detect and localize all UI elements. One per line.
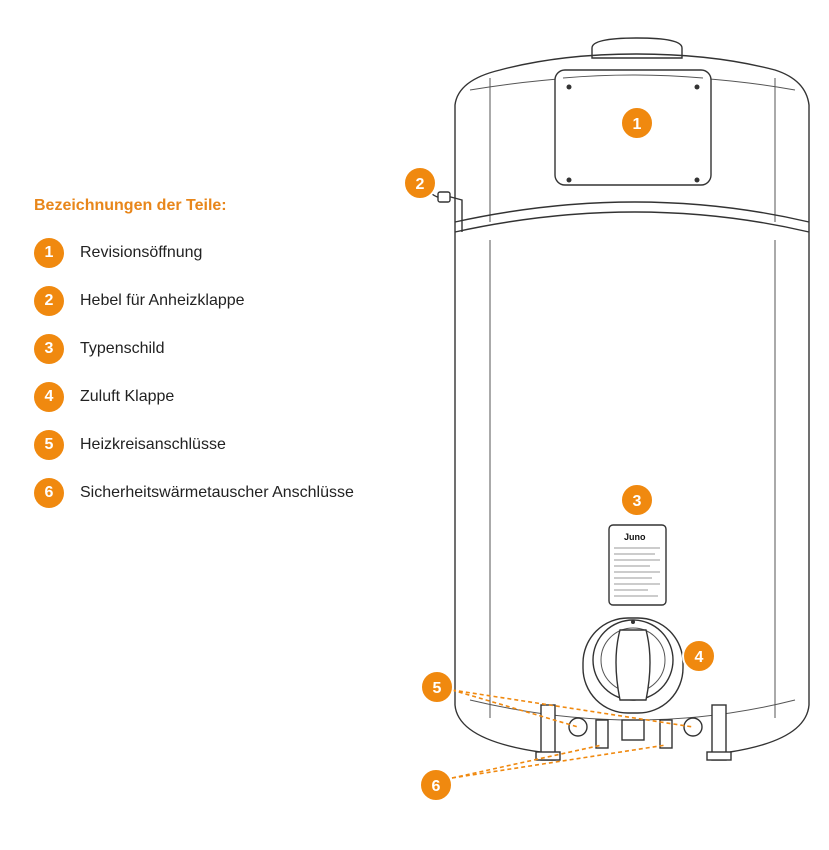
svg-text:3: 3 [633,493,642,510]
callout-line-5a [451,689,579,728]
callout-line-6b [451,744,667,779]
legend-title: Bezeichnungen der Teile: [34,197,227,214]
legend-item: 4 Zuluft Klappe [34,382,354,412]
air-intake-flap [615,629,651,701]
callout-line-6a [451,744,603,779]
svg-text:5: 5 [433,680,442,697]
safety-connection-left [595,719,609,749]
upper-body-outline [454,53,810,232]
legend-label: Revisionsöffnung [80,244,203,261]
callout-1: 1 [620,106,654,140]
legend-item: 3 Typenschild [34,334,354,364]
screw-icon [694,84,700,90]
legend-item: 5 Heizkreisanschlüsse [34,430,354,460]
legend-item: 2 Hebel für Anheizklappe [34,286,354,316]
callout-lines [451,689,694,779]
legend-label: Sicherheitswärmetauscher Anschlüsse [80,484,354,501]
parts-legend: 1 Revisionsöffnung 2 Hebel für Anheizkla… [34,238,354,526]
callout-3: 3 [620,483,654,517]
type-plate-lines [614,547,660,597]
heating-connection-left [568,717,588,737]
screw-icon [566,177,572,183]
legend-item: 1 Revisionsöffnung [34,238,354,268]
callout-line-5b [451,689,694,728]
screw-icon [694,177,700,183]
inspection-opening-inner [562,74,704,79]
left-foot [535,751,561,761]
lower-body-inner-line [489,240,776,718]
top-cap [591,37,683,59]
callout-2: 2 [403,166,437,200]
safety-connection-right [659,719,673,749]
legend-item: 6 Sicherheitswärmetauscher Anschlüsse [34,478,354,508]
number-badge: 2 [34,286,64,316]
screw-icon [631,620,635,624]
legend-label: Heizkreisanschlüsse [80,436,226,453]
right-foot [706,751,732,761]
number-badge: 3 [34,334,64,364]
number-badge: 1 [34,238,64,268]
type-plate-brand: Juno [624,532,646,542]
waist-band [454,201,810,233]
callout-5: 5 [420,670,454,704]
center-connector [621,719,645,741]
number-badge: 4 [34,382,64,412]
svg-text:2: 2 [416,176,425,193]
screw-icon [566,84,572,90]
number-badge: 5 [34,430,64,460]
pipe-connections [535,704,732,761]
svg-text:6: 6 [432,778,441,795]
callout-4: 4 [682,639,716,673]
heating-connection-right [683,717,703,737]
type-plate [608,524,667,606]
callout-6: 6 [419,768,453,802]
legend-label: Typenschild [80,340,165,357]
legend-label: Hebel für Anheizklappe [80,292,245,309]
lower-body-outline [454,232,810,753]
lever-handle [437,191,451,203]
svg-text:4: 4 [695,649,704,666]
number-badge: 6 [34,478,64,508]
svg-text:1: 1 [633,116,642,133]
legend-label: Zuluft Klappe [80,388,175,405]
upper-body-inner-line [489,78,776,222]
